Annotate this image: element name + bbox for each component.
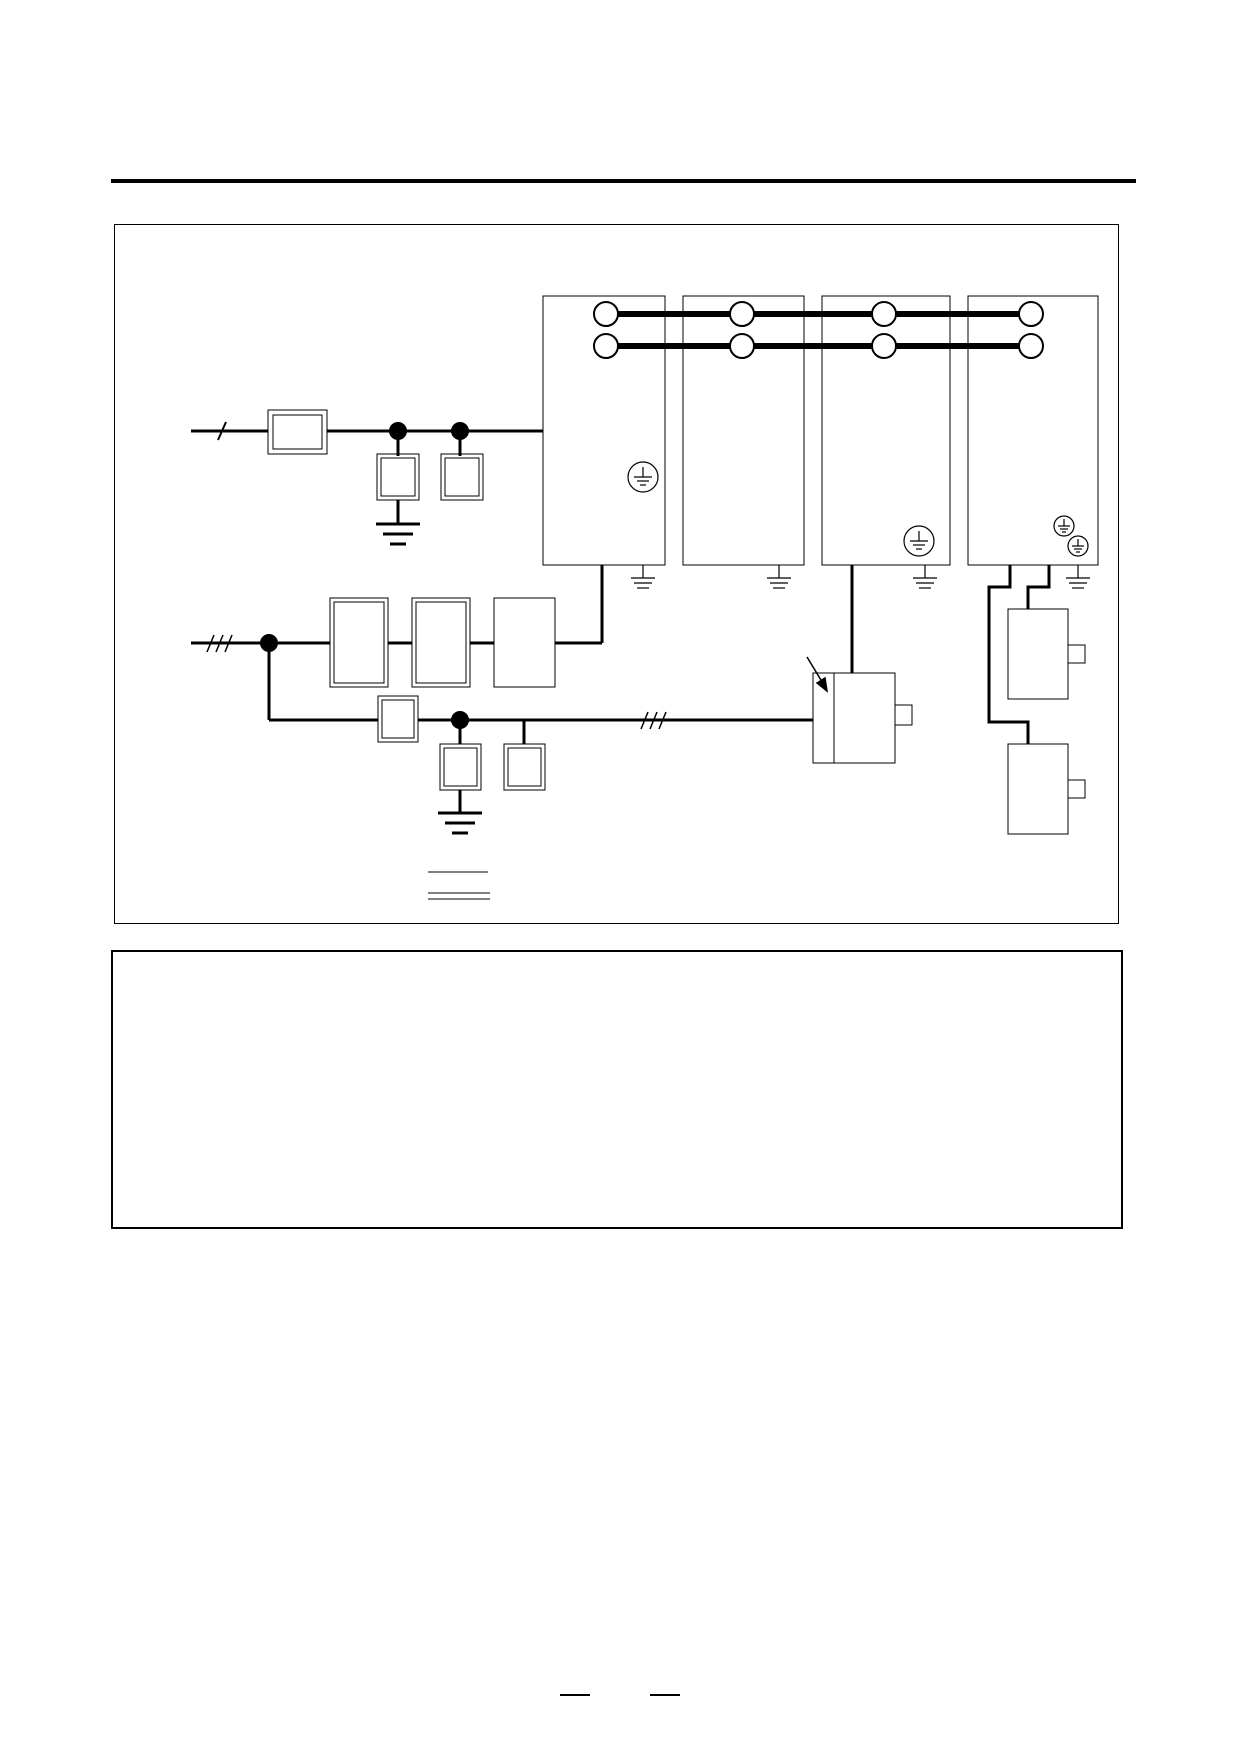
ground-icon <box>767 565 791 589</box>
bus-terminal <box>729 301 755 327</box>
bus-terminal <box>871 301 897 327</box>
surge-absorber <box>503 743 546 791</box>
legend-lines <box>428 871 490 900</box>
drive-units <box>542 295 1099 566</box>
junction-dots <box>389 422 469 440</box>
protective-earth-symbols <box>627 461 1089 557</box>
junction-dots <box>260 634 469 729</box>
diagram-frame <box>114 224 1119 924</box>
bus-bars <box>593 301 1044 359</box>
motor-shaft <box>894 704 913 726</box>
ground-icon <box>438 811 482 835</box>
servo-motors <box>1007 608 1086 835</box>
main-power-line <box>191 565 854 813</box>
magnetic-contactor <box>411 597 471 688</box>
arrow-icon <box>806 656 829 693</box>
pe-icon <box>1067 535 1089 557</box>
ground-icon <box>631 565 655 589</box>
drive-unit-2 <box>682 295 805 566</box>
servo-motor <box>1007 743 1086 835</box>
pe-icon <box>627 461 659 493</box>
bus-terminal <box>729 333 755 359</box>
pe-icon <box>903 525 935 557</box>
footer-dash-right <box>650 1694 680 1696</box>
header-rule <box>111 179 1136 183</box>
drive-unit-4 <box>967 295 1099 566</box>
footer-dash-left <box>560 1694 590 1696</box>
surge-absorber <box>439 743 482 791</box>
drive-unit-3 <box>821 295 951 566</box>
spindle-motor <box>812 672 913 764</box>
bus-terminal <box>593 301 619 327</box>
ground-icon <box>376 522 420 546</box>
bus-terminal <box>593 333 619 359</box>
servo-cables <box>987 565 1051 744</box>
phase-tick <box>217 421 227 441</box>
bus-terminal <box>871 333 897 359</box>
control-power-line <box>191 421 543 524</box>
bus-terminal <box>1018 301 1044 327</box>
control-power-breaker <box>267 409 328 455</box>
ground-icon <box>1066 565 1090 589</box>
pe-icon <box>1053 515 1075 537</box>
ac-reactor <box>493 597 556 688</box>
unit-grounds <box>631 565 1090 589</box>
servo-motor <box>1007 608 1086 700</box>
motor-shaft <box>1067 644 1086 664</box>
control-power-filters <box>376 453 484 501</box>
line-filter <box>377 695 419 743</box>
bus-terminal <box>1018 333 1044 359</box>
ground-icon <box>913 565 937 589</box>
notes-box <box>111 950 1123 1229</box>
main-power-components <box>329 597 556 791</box>
motor-shaft <box>1067 779 1086 799</box>
main-breaker <box>329 597 389 688</box>
phase-ticks <box>206 634 667 730</box>
